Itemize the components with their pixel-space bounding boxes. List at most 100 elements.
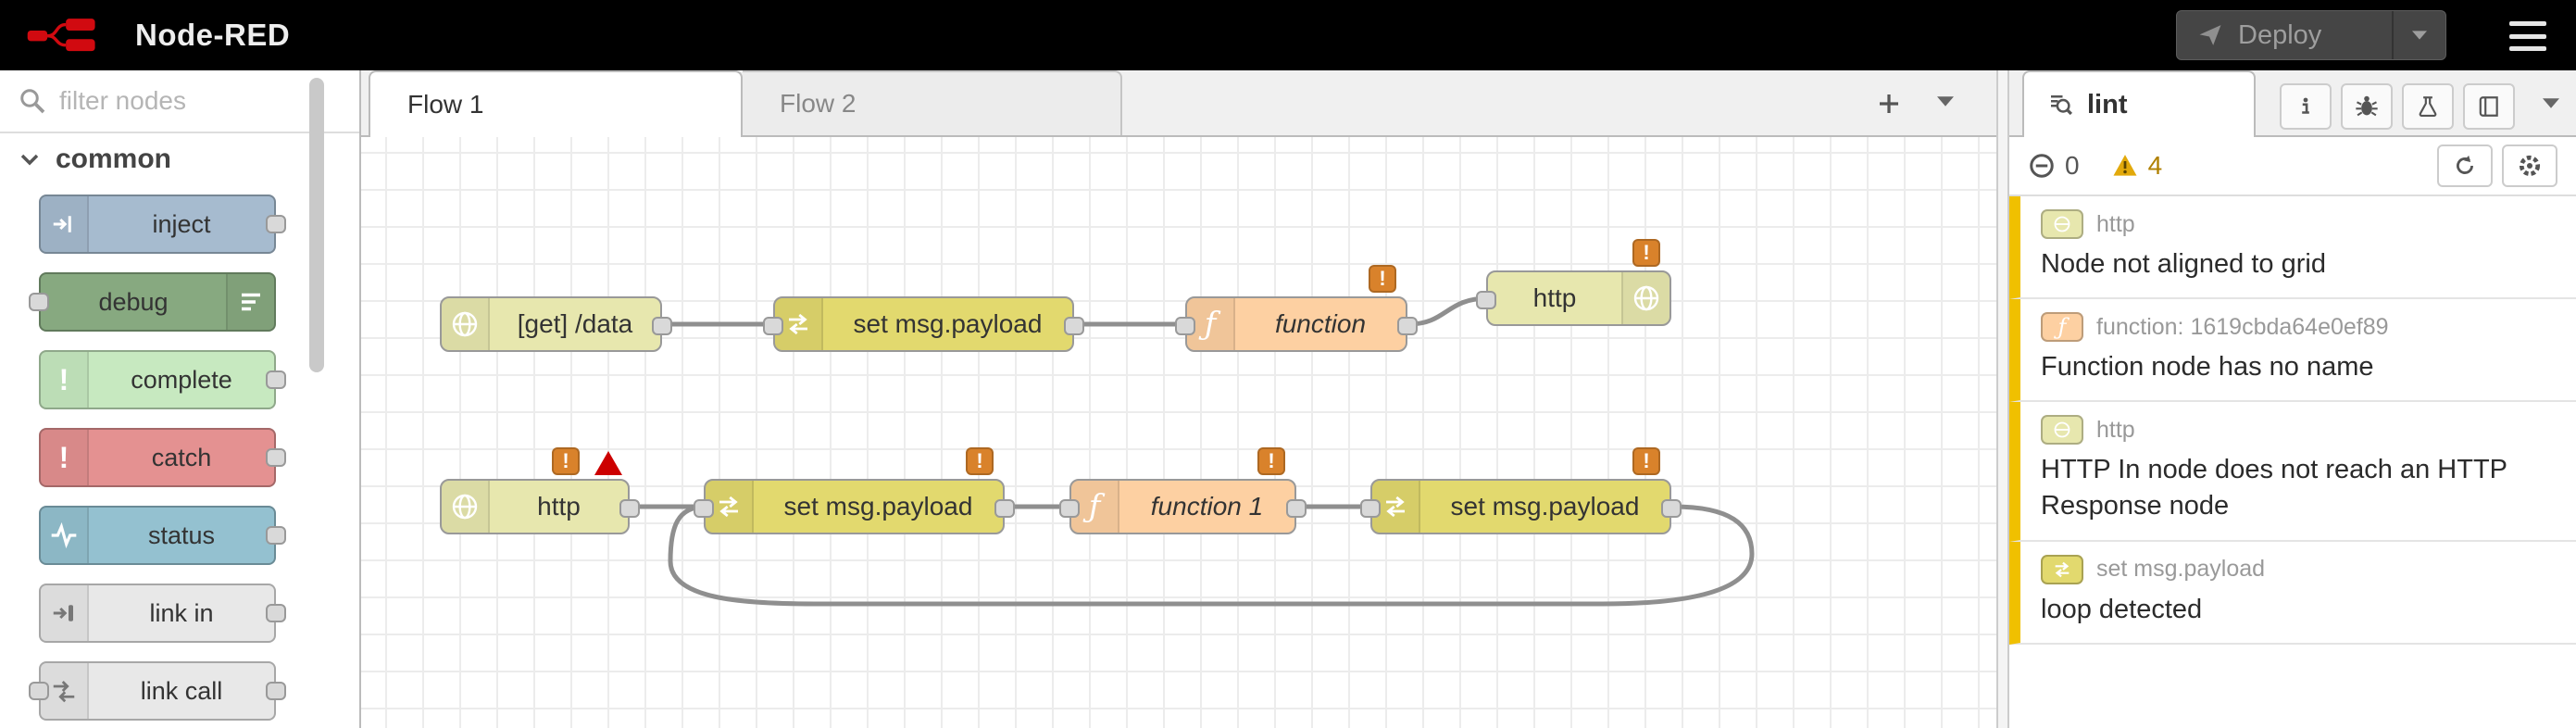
tab-help[interactable]: [2463, 83, 2515, 130]
warning-count: 4: [2111, 151, 2162, 181]
flow-canvas[interactable]: [get] /data set msg.payload ƒ fun: [361, 137, 1996, 728]
wires-layer: [631, 295, 1755, 607]
node-http-in[interactable]: http !: [440, 447, 640, 534]
lint-issue[interactable]: set msg.payload loop detected: [2009, 541, 2576, 645]
input-port[interactable]: [1360, 499, 1381, 518]
palette-filter-input[interactable]: [59, 86, 281, 116]
palette-node-link-in[interactable]: link in: [39, 584, 286, 643]
output-port[interactable]: [1397, 317, 1418, 335]
input-port[interactable]: [29, 682, 49, 700]
tab-flow-2[interactable]: Flow 2: [743, 70, 1122, 135]
output-port[interactable]: [994, 499, 1015, 518]
node-function-1[interactable]: ƒ function 1 !: [1059, 447, 1307, 534]
flow-list-button[interactable]: [1937, 96, 1954, 107]
input-port[interactable]: [763, 317, 783, 335]
output-port[interactable]: [1286, 499, 1307, 518]
hamburger-icon: [2509, 21, 2546, 26]
deploy-button[interactable]: Deploy: [2176, 10, 2446, 60]
input-port[interactable]: [29, 293, 49, 311]
node-http-in-get-data[interactable]: [get] /data: [440, 296, 672, 352]
lint-issue[interactable]: http HTTP In node does not reach an HTTP…: [2009, 402, 2576, 542]
node-function[interactable]: ƒ function !: [1175, 265, 1418, 352]
input-port[interactable]: [1476, 291, 1496, 309]
sidebar-tabbar: lint: [2009, 70, 2576, 137]
issue-node-ref: http: [2041, 209, 2557, 239]
sidebar-splitter[interactable]: [1996, 70, 2009, 728]
chevron-down-icon: [1937, 96, 1954, 107]
link-in-icon: [41, 585, 89, 641]
output-port[interactable]: [266, 448, 286, 467]
error-circle-icon: [2030, 154, 2054, 178]
globe-icon: [442, 298, 490, 350]
input-port[interactable]: [1059, 499, 1080, 518]
palette-category-common[interactable]: common: [0, 133, 359, 185]
complete-icon: !: [41, 352, 89, 408]
hamburger-icon: [2509, 46, 2546, 51]
palette-node-status[interactable]: status: [39, 506, 286, 565]
deploy-separator: [2392, 11, 2394, 59]
palette-node-catch[interactable]: ! catch: [39, 428, 286, 487]
output-port[interactable]: [266, 604, 286, 622]
output-port[interactable]: [1064, 317, 1084, 335]
sidebar: lint: [2009, 70, 2576, 728]
output-port[interactable]: [266, 682, 286, 700]
tab-debug[interactable]: [2341, 83, 2393, 130]
chevron-down-icon: [2543, 98, 2559, 108]
hamburger-icon: [2509, 33, 2546, 39]
issue-message: HTTP In node does not reach an HTTP Resp…: [2041, 455, 2507, 521]
deploy-options-button[interactable]: [2394, 31, 2445, 40]
issue-message: Node not aligned to grid: [2041, 249, 2326, 279]
workspace: Flow 1 Flow 2: [361, 70, 1996, 728]
tab-flow-1[interactable]: Flow 1: [369, 70, 743, 137]
warning-badge: !: [1632, 447, 1660, 475]
output-port[interactable]: [266, 370, 286, 389]
input-port[interactable]: [1175, 317, 1195, 335]
http-node-chip: [2041, 209, 2083, 239]
tab-lint[interactable]: lint: [2022, 70, 2256, 137]
palette-node-label: link in: [149, 598, 214, 627]
refresh-button[interactable]: [2437, 144, 2493, 187]
node-change-set-payload-3[interactable]: set msg.payload !: [1360, 447, 1682, 534]
output-port[interactable]: [266, 526, 286, 545]
lint-issue[interactable]: ƒ function: 1619cbda64e0ef89 Function no…: [2009, 299, 2576, 403]
node-label: function 1: [1150, 492, 1264, 521]
change-icon: [2055, 561, 2070, 577]
tab-label: Flow 1: [407, 90, 484, 119]
add-flow-button[interactable]: [1870, 85, 1907, 122]
node-change-set-payload-2[interactable]: set msg.payload !: [694, 447, 1015, 534]
book-icon: [2479, 96, 2498, 117]
wire-loop[interactable]: [668, 504, 1755, 607]
palette-node-inject[interactable]: inject: [39, 195, 286, 254]
output-port[interactable]: [652, 317, 672, 335]
globe-icon: [442, 481, 490, 533]
node-change-set-payload-1[interactable]: set msg.payload: [763, 296, 1084, 352]
inject-icon: [41, 196, 89, 252]
palette-node-label: status: [147, 521, 216, 549]
lint-issue[interactable]: http Node not aligned to grid: [2009, 196, 2576, 300]
sidebar-tab-list-button[interactable]: [2543, 98, 2559, 108]
palette-node-link-call[interactable]: link call: [29, 661, 286, 721]
plus-icon: [1880, 94, 1898, 113]
lint-icon: [2051, 95, 2073, 116]
output-port[interactable]: [1661, 499, 1682, 518]
deploy-plane-icon: [2199, 25, 2221, 45]
input-port[interactable]: [694, 499, 714, 518]
issue-message: Function node has no name: [2041, 352, 2374, 383]
lint-issue-list: http Node not aligned to grid ƒ function…: [2009, 196, 2576, 645]
palette-node-label: link call: [140, 676, 223, 705]
node-label: set msg.payload: [1450, 492, 1640, 521]
main-menu-button[interactable]: [2509, 19, 2550, 53]
palette-node-debug[interactable]: debug: [29, 272, 276, 332]
chevron-down-icon: [2412, 31, 2427, 40]
tab-info[interactable]: [2280, 83, 2332, 130]
tab-label: Flow 2: [780, 89, 857, 118]
output-port[interactable]: [619, 499, 640, 518]
settings-button[interactable]: [2502, 144, 2557, 187]
globe-icon: [1621, 272, 1669, 324]
palette-scrollbar[interactable]: [309, 78, 324, 372]
tab-tests[interactable]: [2402, 83, 2454, 130]
node-http-response[interactable]: http !: [1476, 239, 1671, 326]
palette-node-complete[interactable]: ! complete: [39, 350, 286, 409]
output-port[interactable]: [266, 215, 286, 233]
palette-search: [0, 70, 359, 133]
